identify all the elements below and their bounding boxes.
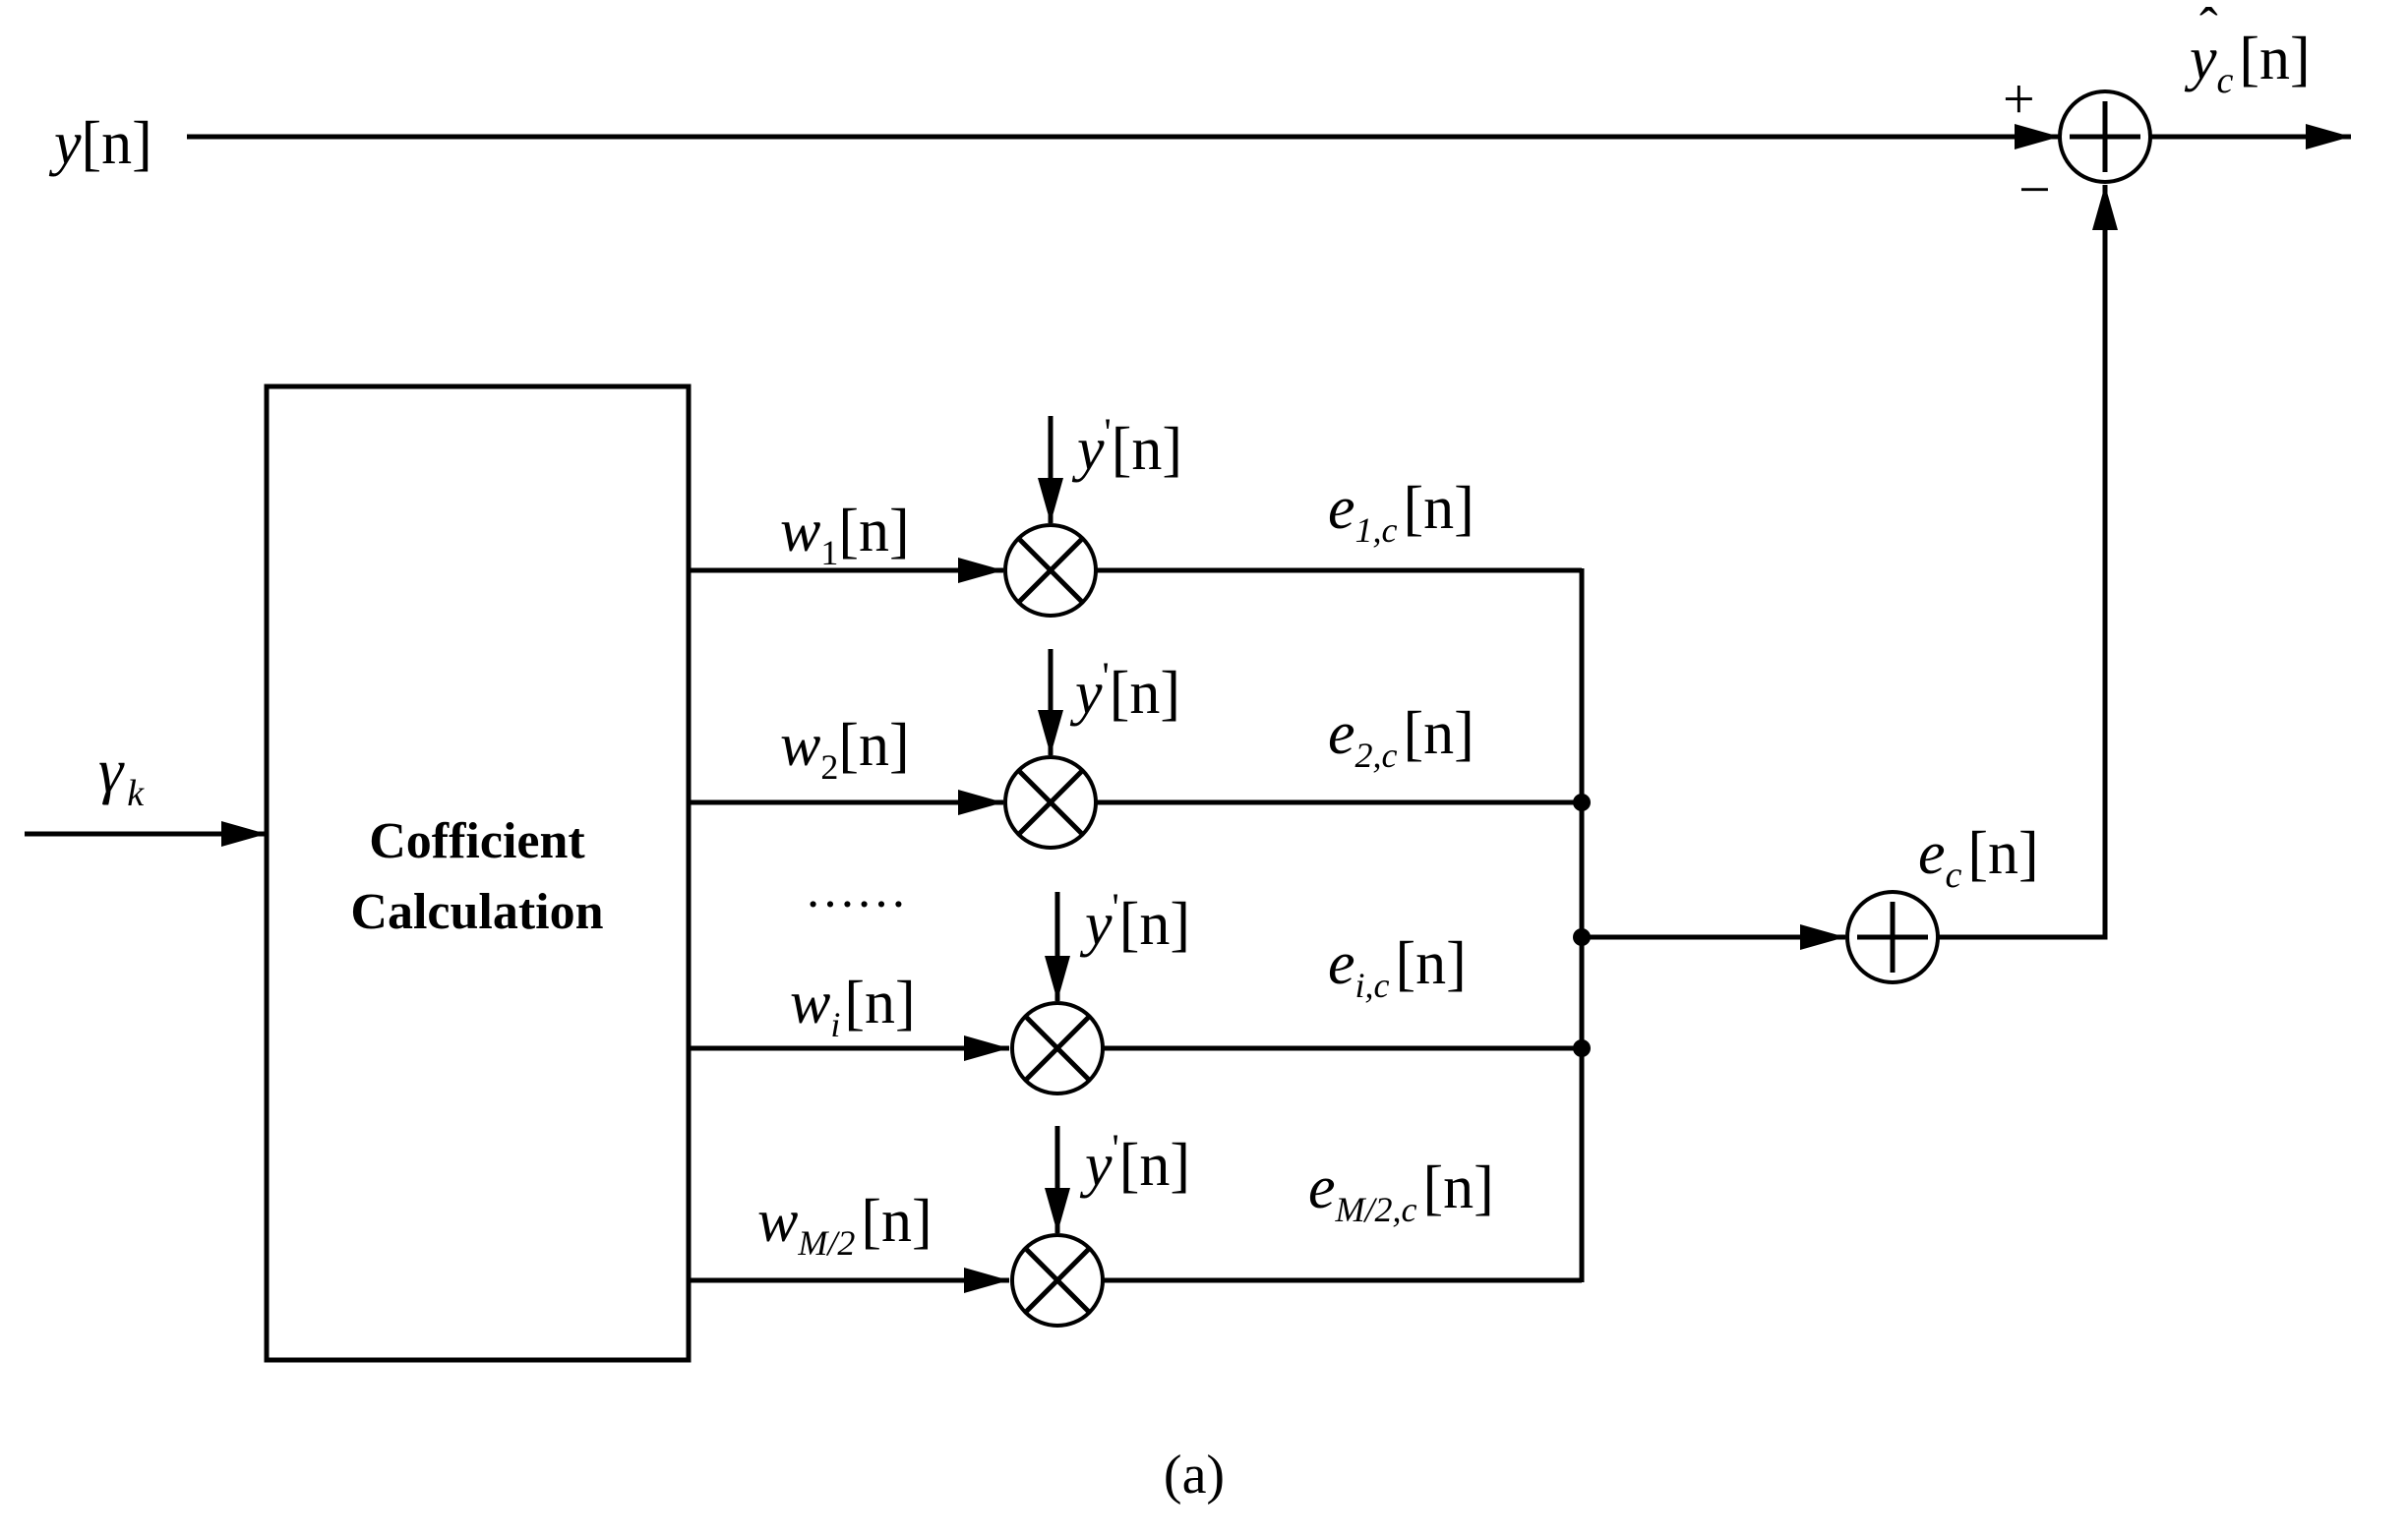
minus-sign: − [2018, 157, 2051, 221]
wi-label: wi[n] [790, 970, 916, 1044]
output-label: yc[n] [2184, 26, 2311, 101]
e1-label: e1,c[n] [1328, 475, 1475, 550]
block-label-line2: Calculation [350, 884, 603, 940]
y-prime-label-2: y'[n] [1069, 654, 1180, 727]
y-prime-label-i: y'[n] [1079, 885, 1190, 958]
e2-label: e2,c[n] [1328, 700, 1475, 775]
junction-dot-2 [1573, 794, 1591, 811]
multiplier-m2 [1010, 1233, 1105, 1328]
multiplier-1 [1003, 523, 1098, 618]
plus-sign: + [2003, 67, 2035, 131]
multiplier-2 [1003, 755, 1098, 850]
block-label-line1: Cofficient [369, 813, 585, 869]
multiplier-i [1010, 1001, 1105, 1095]
w2-label: w2[n] [780, 712, 910, 787]
feedback-line [1938, 185, 2118, 940]
input-label: y[n] [48, 110, 152, 177]
junction-dot-i [1573, 1039, 1591, 1057]
error-summing-node [1845, 890, 1940, 984]
ei-label: ei,c[n] [1328, 930, 1467, 1005]
wm2-label: wM/2[n] [757, 1188, 933, 1263]
y-prime-label-1: y'[n] [1071, 410, 1182, 483]
error-sum-label: ec[n] [1918, 820, 2039, 896]
w1-label: w1[n] [780, 498, 910, 572]
ellipsis: …… [805, 862, 907, 918]
output-hat: ˆ [2199, 0, 2218, 58]
output-summing-node [2058, 89, 2152, 184]
figure-caption: (a) [1164, 1445, 1225, 1506]
y-prime-label-m2: y'[n] [1079, 1126, 1190, 1199]
coefficient-calculation-block [264, 384, 692, 1363]
em2-label: eM/2,c[n] [1308, 1154, 1494, 1229]
